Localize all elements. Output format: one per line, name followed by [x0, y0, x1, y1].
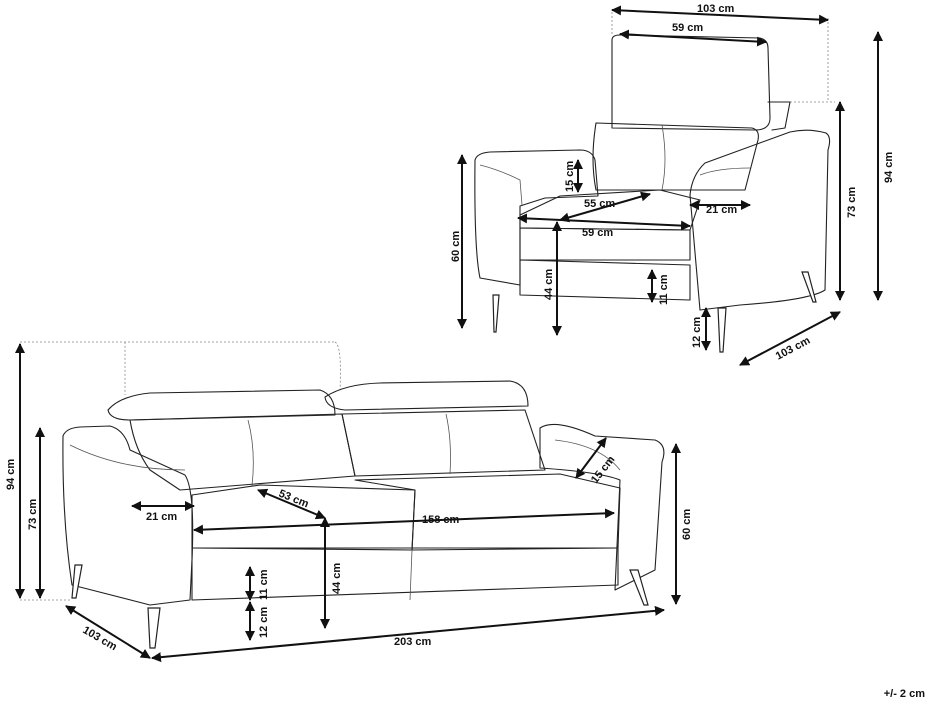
- label-armchair-depth: 103 cm: [774, 334, 813, 362]
- label-sofa-arm-height: 60 cm: [681, 509, 693, 540]
- label-sofa-width-total: 203 cm: [394, 636, 432, 648]
- sofa-dimensions: 94 cm 73 cm 60 cm 15 cm 53 cm 21 cm 158 …: [5, 343, 693, 663]
- label-sofa-seat-depth: 53 cm: [277, 488, 311, 511]
- label-armchair-arm-height: 60 cm: [450, 231, 462, 262]
- arrow-sofa-back-cushion: [575, 437, 607, 479]
- arrow-width-total: [611, 5, 829, 25]
- label-sofa-back-cushion: 15 cm: [589, 454, 618, 486]
- label-sofa-seat-height: 44 cm: [331, 563, 343, 594]
- sofa-drawing: [20, 341, 665, 649]
- armchair-drawing: [474, 12, 835, 353]
- label-armchair-width-total: 103 cm: [697, 3, 735, 15]
- label-sofa-back-height: 73 cm: [27, 499, 39, 530]
- label-sofa-height-total: 94 cm: [5, 459, 17, 490]
- arrow-sofa-depth: [65, 605, 151, 659]
- label-armchair-arm-width: 21 cm: [706, 204, 737, 216]
- label-sofa-seat-width: 158 cm: [422, 514, 460, 526]
- armchair-dimensions: 103 cm 59 cm 94 cm 73 cm 60 cm 15 cm 55 …: [450, 3, 895, 366]
- label-sofa-cushion-thickness: 11 cm: [258, 569, 270, 600]
- tolerance-note: +/- 2 cm: [883, 688, 925, 700]
- label-armchair-leg-height: 12 cm: [691, 317, 703, 348]
- arrow-headrest-width: [619, 29, 767, 47]
- label-armchair-back-cushion: 15 cm: [564, 161, 576, 192]
- arrow-sofa-seat-width: [193, 508, 615, 535]
- label-sofa-arm-width: 21 cm: [146, 511, 177, 523]
- label-sofa-depth: 103 cm: [81, 624, 119, 653]
- label-sofa-leg-height: 12 cm: [258, 607, 270, 638]
- label-armchair-seat-depth: 55 cm: [584, 198, 615, 210]
- arrow-seat-width: [517, 213, 691, 231]
- label-armchair-seat-height: 44 cm: [543, 269, 555, 300]
- label-armchair-headrest-width: 59 cm: [672, 22, 703, 34]
- arrow-sofa-width-total: [151, 605, 665, 663]
- label-armchair-seat-width: 59 cm: [582, 227, 613, 239]
- label-armchair-back-height: 73 cm: [846, 187, 858, 218]
- label-armchair-cushion-thickness: 11 cm: [658, 274, 670, 305]
- label-armchair-height-total: 94 cm: [883, 152, 895, 183]
- arrow-depth: [739, 311, 841, 366]
